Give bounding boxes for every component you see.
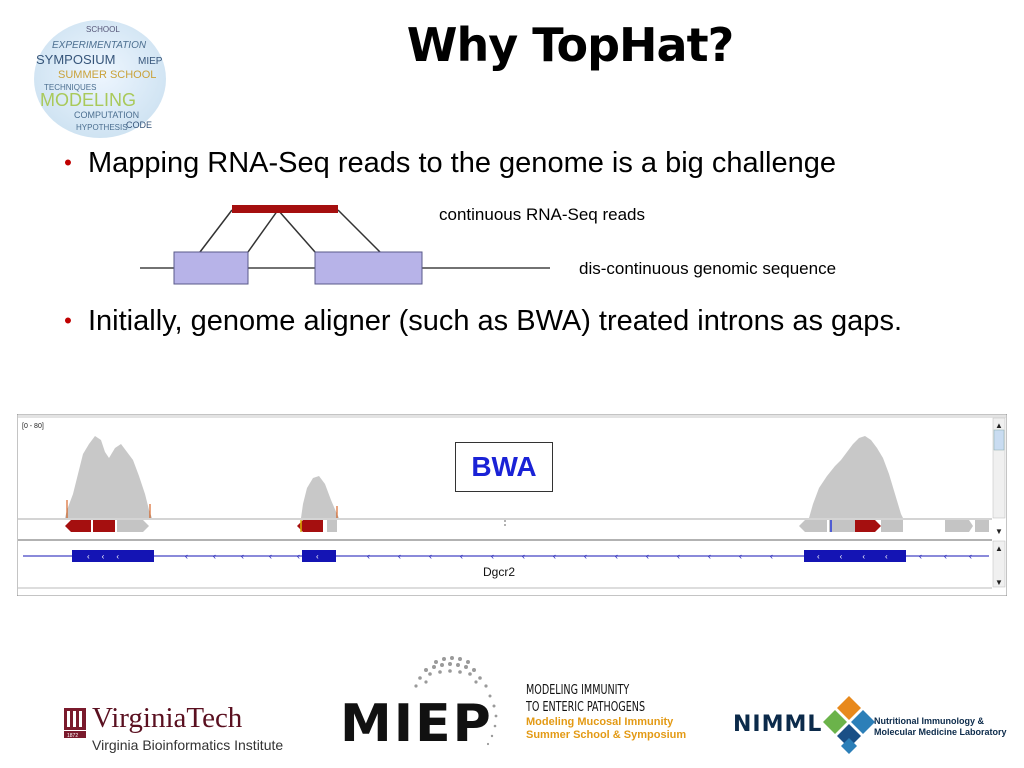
virginia-tech-logo-text: VirginiaTech [92,702,243,734]
bullet-dot: • [64,150,72,175]
bullet-item: • Mapping RNA-Seq reads to the genome is… [48,146,988,180]
connector-line [199,209,233,253]
alignment-read [327,520,337,532]
nimml-logo-text: NIMML [733,712,823,737]
gene-exon [302,550,336,562]
rna-seq-read [232,205,338,213]
gene-name: Dgcr2 [483,565,515,579]
intron-strand-arrows: ‹‹‹ [919,551,994,561]
nimml-tagline-line: Molecular Medicine Laboratory [874,727,1007,737]
scrollbar-thumb [993,429,1005,451]
miep-tagline-line: Modeling Mucosal Immunity [526,716,674,728]
scrollbar-track [992,540,1006,588]
wordcloud-word: SUMMER SCHOOL [58,69,156,81]
nimml-tagline: Nutritional Immunology & Molecular Medic… [874,716,1007,738]
alignment-read [297,520,323,532]
alignment-read [975,520,989,532]
miep-tagline-line: TO ENTERIC PATHOGENS [526,700,646,715]
miep-dots-icon [414,656,498,746]
exon-strand-arrows: ‹‹‹‹ [817,552,908,561]
svg-text:1872: 1872 [67,733,78,739]
bullet-dot: • [64,308,72,333]
nimml-diamond-icon [823,696,875,754]
slide-title: Why TopHat? [406,18,735,72]
read-label: continuous RNA-Seq reads [439,205,645,224]
exon-box [314,251,423,285]
exon-box [173,251,249,285]
exon-strand-arrows: ‹‹‹ [87,552,131,561]
wordcloud-word: SCHOOL [86,25,120,34]
wordcloud-word: MODELING [40,90,136,110]
scroll-down-arrow: ▼ [995,527,1003,536]
alignment-read [881,520,903,532]
symposium-wordcloud-logo: SCHOOL EXPERIMENTATION SYMPOSIUM MIEP SU… [34,20,166,138]
aligner-label: BWA [471,451,537,482]
bullet-text: Mapping RNA-Seq reads to the genome is a… [88,147,837,179]
wordcloud-word: EXPERIMENTATION [52,40,147,51]
splice-read-diagram: continuous RNA-Seq reads dis-continuous … [140,205,836,285]
alignment-read [829,520,855,532]
scroll-down-arrow: ▼ [995,578,1003,587]
virginia-tech-seal-icon: 1872 [64,708,86,739]
exon-strand-arrows: ‹ [316,552,319,561]
connector-line [247,209,279,253]
bullet-item: • Initially, genome aligner (such as BWA… [48,304,988,338]
gene-exon [72,550,154,562]
coverage-peak [809,436,903,518]
miep-tagline: MODELING IMMUNITY TO ENTERIC PATHOGENS M… [526,682,716,742]
miep-tagline-line: Summer School & Symposium [526,729,687,741]
wordcloud-word: HYPOTHESIS [76,123,128,132]
wordcloud-word: COMPUTATION [74,110,139,120]
alignment-read [93,520,115,532]
connector-line [277,209,316,253]
coverage-range-label: [0 - 80] [22,423,44,430]
intron-strand-arrows: ‹‹‹‹‹‹‹‹‹‹‹‹‹‹ [367,551,801,561]
alignment-read [945,520,973,532]
wordcloud-word: CODE [126,120,152,130]
scroll-up-arrow: ▲ [995,421,1003,430]
wordcloud-word: SYMPOSIUM [36,52,115,67]
alignment-read [117,520,149,532]
scroll-up-arrow: ▲ [995,544,1003,553]
wordcloud-word: TECHNIQUES [44,83,96,92]
alignment-read [65,520,91,532]
nimml-tagline-line: Nutritional Immunology & [874,716,984,726]
alignment-read [855,520,881,532]
miep-tagline-line: MODELING IMMUNITY [526,683,630,698]
virginia-tech-subtitle: Virginia Bioinformatics Institute [92,737,284,753]
aligner-label-box: BWA [455,442,553,492]
bullet-text: Initially, genome aligner (such as BWA) … [88,305,902,337]
alignment-read [799,520,827,532]
coverage-peak [301,476,339,518]
miep-logo-text: MIEP [340,694,493,754]
intron-strand-arrows: ‹‹‹‹‹ [185,551,325,561]
gene-exon [804,550,906,562]
coverage-peak [65,436,152,518]
connector-line [337,209,381,253]
wordcloud-word: MIEP [138,56,163,67]
genome-label: dis-continuous genomic sequence [579,259,836,278]
